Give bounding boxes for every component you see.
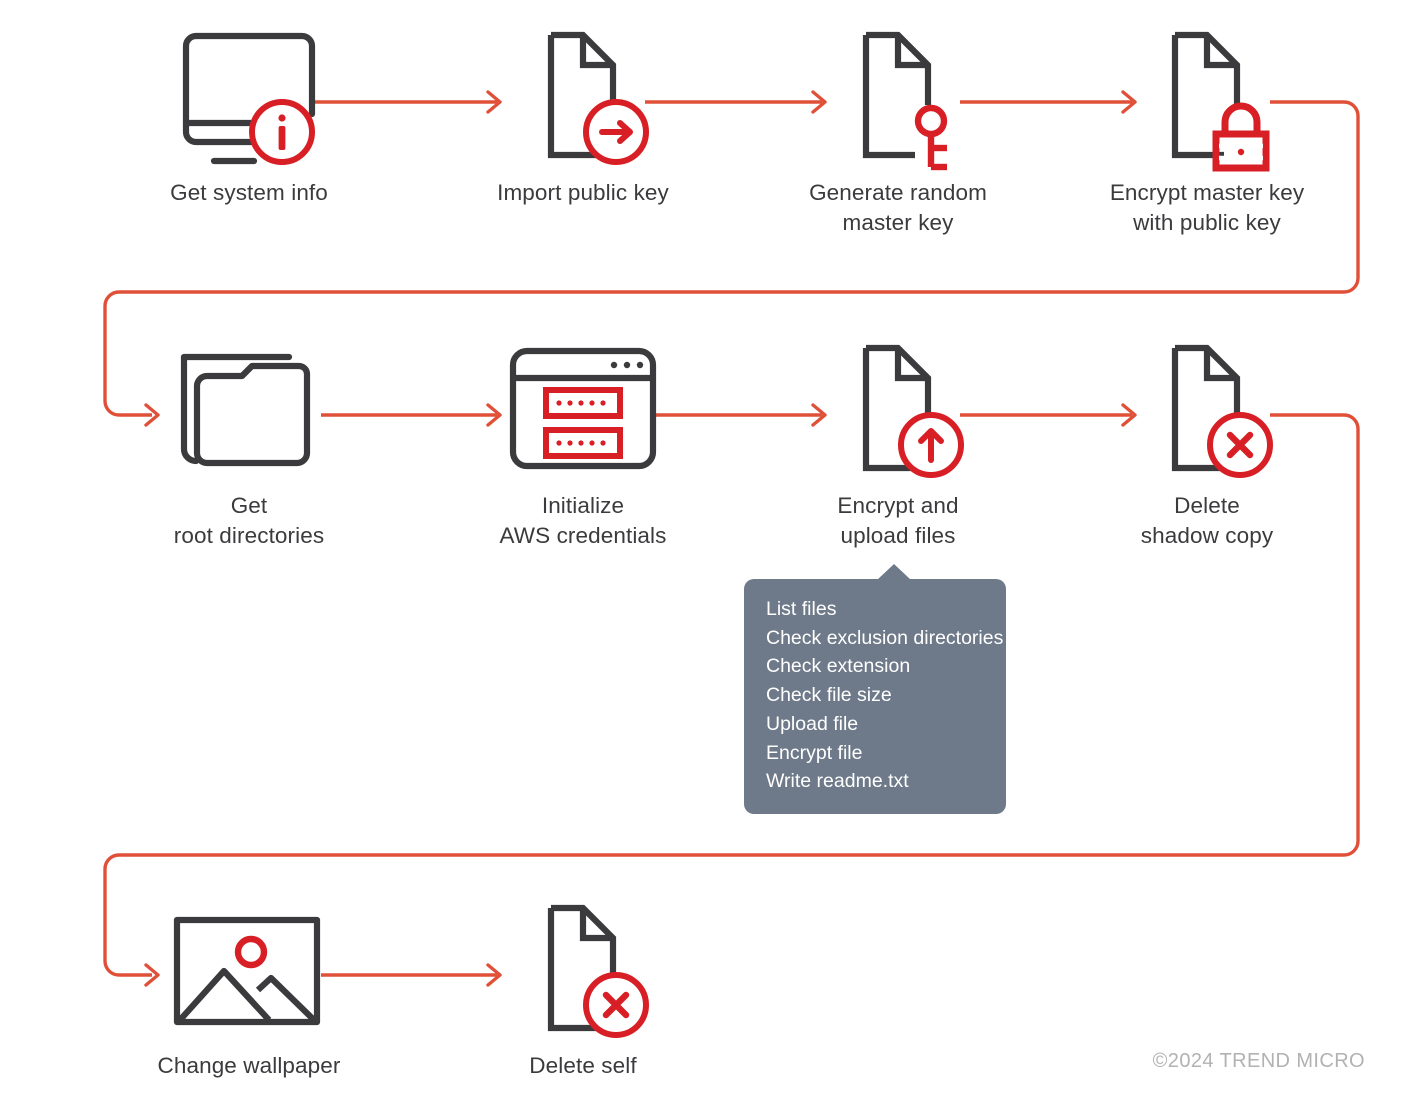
- node-label: Get system info: [170, 180, 328, 205]
- callout-item: List files: [766, 598, 837, 620]
- credential-field-2: [543, 427, 623, 459]
- node-delete-shadow-copy[interactable]: Delete shadow copy: [1092, 335, 1322, 551]
- arrowhead-row1-seg2: [811, 90, 827, 114]
- node-label: Encrypt master key with public key: [1109, 180, 1305, 235]
- upload-badge-icon: [898, 412, 964, 478]
- callout-item: Check exclusion directories: [766, 626, 1004, 649]
- callout-item: Check extension: [766, 655, 911, 678]
- key-icon: [914, 104, 948, 171]
- folder-icon: [134, 335, 364, 485]
- node-encrypt-and-upload-files[interactable]: Encrypt and upload files: [783, 335, 1013, 551]
- callout-pointer-icon: [877, 564, 911, 580]
- node-generate-random-master-key[interactable]: Generate random master key: [783, 22, 1013, 238]
- callout-item: Encrypt file: [766, 741, 863, 764]
- node-label: Get root directories: [173, 493, 325, 548]
- node-label: Change wallpaper: [157, 1053, 341, 1078]
- delete-x-badge-icon: [583, 972, 649, 1038]
- encrypt-upload-callout: List files Check exclusion directories C…: [744, 564, 1006, 814]
- arrowhead-row2-seg1: [486, 403, 502, 427]
- node-initialize-aws-credentials[interactable]: Initialize AWS credentials: [468, 335, 698, 551]
- node-get-root-directories[interactable]: Get root directories: [134, 335, 364, 551]
- arrowhead-row1-seg3: [1121, 90, 1137, 114]
- node-label: Generate random master key: [809, 180, 987, 235]
- document-icon: [1092, 22, 1322, 172]
- window-dots-icon: [610, 361, 644, 369]
- node-encrypt-master-key[interactable]: Encrypt master key with public key: [1092, 22, 1322, 238]
- copyright-notice: ©2024 TREND MICRO: [1152, 1050, 1365, 1072]
- node-label: Delete self: [529, 1053, 637, 1078]
- node-label: Encrypt and upload files: [837, 493, 959, 548]
- arrowhead-row3-entry: [144, 963, 160, 987]
- callout-item: Write readme.txt: [766, 770, 909, 793]
- arrowhead-row3-seg1: [486, 963, 502, 987]
- callout-item: Check file size: [766, 684, 892, 707]
- arrowhead-row1-seg1: [486, 90, 502, 114]
- arrowhead-row2-entry: [144, 403, 160, 427]
- document-icon: [1092, 335, 1322, 485]
- node-get-system-info[interactable]: Get system info: [134, 22, 364, 208]
- info-badge-icon: [249, 99, 315, 165]
- browser-credentials-icon: [468, 335, 698, 485]
- sun-icon: [234, 935, 268, 969]
- document-icon: [468, 22, 698, 172]
- node-change-wallpaper[interactable]: Change wallpaper: [134, 895, 364, 1081]
- document-icon: [468, 895, 698, 1045]
- lock-icon: [1212, 102, 1270, 172]
- node-import-public-key[interactable]: Import public key: [468, 22, 698, 208]
- document-icon: [783, 22, 1013, 172]
- connector-row1-to-row2: [103, 100, 1360, 417]
- arrow-right-badge-icon: [583, 99, 649, 165]
- node-label: Delete shadow copy: [1140, 493, 1274, 548]
- credential-field-1: [543, 387, 623, 419]
- arrowhead-row2-seg3: [1121, 403, 1137, 427]
- delete-x-badge-icon: [1207, 412, 1273, 478]
- image-icon: [134, 895, 364, 1045]
- connector-row2-to-row3: [103, 413, 1360, 977]
- callout-item: Upload file: [766, 712, 859, 735]
- node-label: Import public key: [497, 180, 669, 205]
- node-label: Initialize AWS credentials: [499, 493, 667, 548]
- monitor-icon: [134, 22, 364, 172]
- arrowhead-row2-seg2: [811, 403, 827, 427]
- document-icon: [783, 335, 1013, 485]
- node-delete-self[interactable]: Delete self: [468, 895, 698, 1081]
